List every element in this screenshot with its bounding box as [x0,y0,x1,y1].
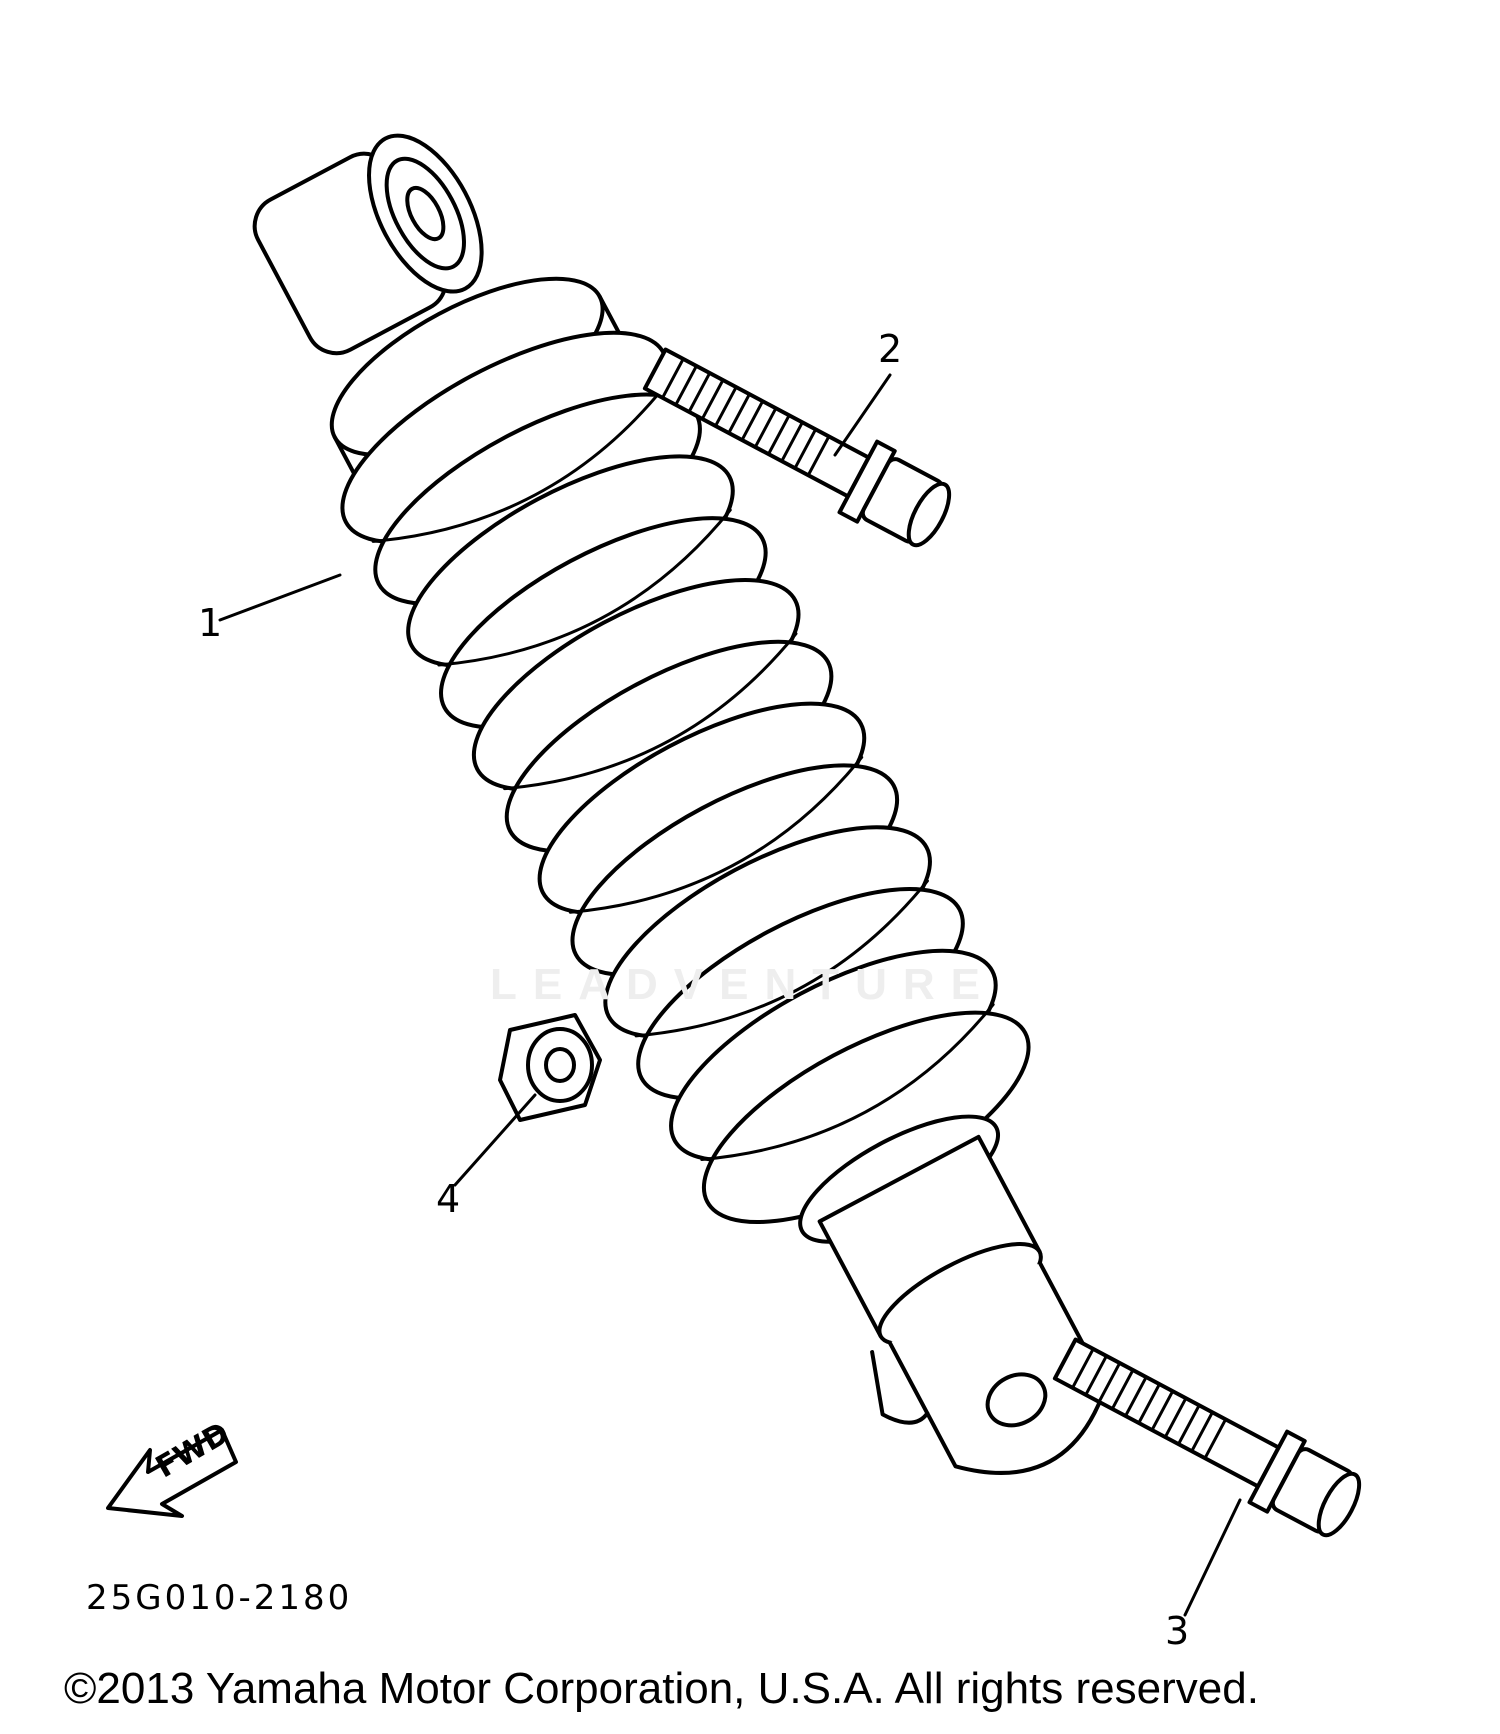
nut [498,1013,602,1122]
bolt-lower [1052,1337,1362,1538]
callout-1: 1 [198,601,223,645]
diagram-code: 25G010-2180 [86,1578,353,1618]
watermark: LEADVENTURE [490,960,997,1009]
fwd-arrow-icon [106,1428,238,1518]
callout-3: 3 [1165,1609,1190,1653]
leader-lines [218,373,1242,1617]
bolt-upper [642,347,952,548]
callout-2: 2 [878,327,903,371]
rear-shock-absorber [252,133,1108,1475]
callout-4: 4 [436,1177,461,1221]
copyright-notice: ©2013 Yamaha Motor Corporation, U.S.A. A… [64,1664,1259,1713]
